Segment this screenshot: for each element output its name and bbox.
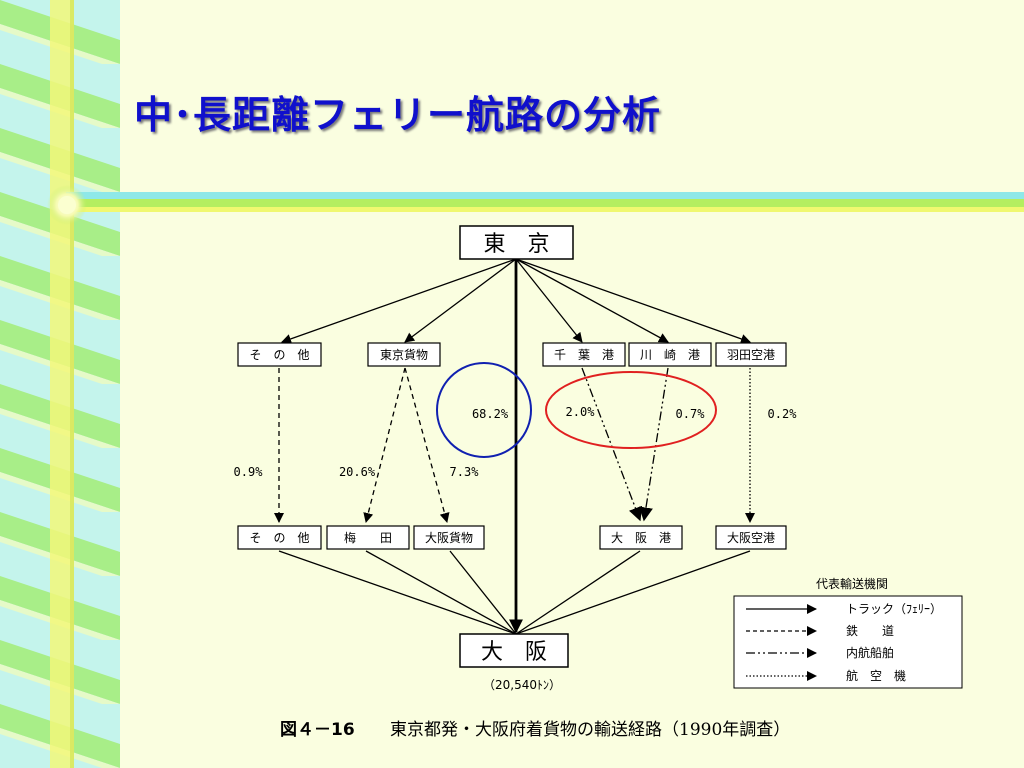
highlight-ellipse-ports	[545, 371, 717, 449]
node-osaka-port: 大 阪 港	[599, 525, 683, 550]
figure-caption: 図４－16 東京都発・大阪府着貨物の輸送経路（1990年調査）	[280, 720, 790, 740]
legend-label-ship: 内航船舶	[846, 645, 894, 660]
edges-to-osaka	[278, 550, 751, 635]
edge-kawasaki-osaka-port	[639, 367, 669, 522]
node-umeda: 梅 田	[326, 525, 410, 550]
pct-kawasaki: 0.7%	[676, 407, 706, 421]
edge-osaka-freight-osaka	[449, 550, 517, 635]
node-osaka-freight-label: 大阪貨物	[425, 530, 473, 545]
node-osaka-airport: 大阪空港	[715, 525, 787, 550]
pct-chiba: 2.0%	[566, 405, 596, 419]
node-osaka-port-label: 大 阪 港	[611, 531, 671, 545]
node-osaka: 大 阪	[459, 633, 569, 668]
node-chiba-port: 千 葉 港	[542, 342, 626, 367]
edge-tokyo-freight-umeda	[363, 367, 406, 523]
edge-tokyo-other	[281, 258, 517, 344]
node-kawasaki-port-label: 川 崎 港	[640, 348, 700, 362]
node-kawasaki-port: 川 崎 港	[628, 342, 712, 367]
node-tokyo-label: 東 京	[483, 232, 549, 257]
pct-osaka-freight: 7.3%	[450, 465, 480, 479]
node-osaka-airport-label: 大阪空港	[727, 531, 775, 545]
edge-osaka-port-osaka	[515, 550, 641, 635]
edge-umeda-osaka	[365, 550, 517, 635]
node-tokyo: 東 京	[459, 225, 574, 260]
node-tokyo-freight-label: 東京貨物	[380, 347, 428, 362]
node-tokyo-freight: 東京貨物	[367, 342, 441, 367]
legend-label-air: 航 空 機	[846, 668, 906, 683]
page-title: 中･長距離フェリー航路の分析	[134, 93, 662, 137]
node-haneda-airport-label: 羽田空港	[727, 348, 775, 362]
node-umeda-label: 梅 田	[344, 530, 392, 545]
edge-osaka-airport-osaka	[515, 550, 751, 635]
legend-label-rail: 鉄 道	[846, 623, 894, 638]
node-osaka-freight: 大阪貨物	[413, 525, 485, 550]
node-osaka-label: 大 阪	[481, 640, 547, 665]
node-haneda-airport: 羽田空港	[715, 342, 787, 367]
node-chiba-port-label: 千 葉 港	[554, 348, 614, 362]
edge-other-osaka	[278, 550, 517, 635]
node-low-other: そ の 他	[237, 525, 322, 550]
edges-mid-to-lower	[274, 367, 755, 523]
node-mid-other-label: そ の 他	[249, 348, 309, 362]
edge-tokyo-kawasaki	[515, 258, 669, 343]
pct-direct: 68.2%	[472, 407, 509, 421]
legend-label-truck: トラック（ﾌｪﾘｰ）	[846, 602, 942, 616]
node-low-other-label: そ の 他	[249, 531, 309, 545]
legend-title: 代表輸送機関	[816, 576, 888, 591]
edges-from-tokyo	[281, 258, 751, 344]
edge-chiba-osaka-port	[581, 367, 643, 522]
figure-number: 図４－16	[280, 720, 355, 740]
osaka-total-tonnage: （20,540ﾄﾝ）	[483, 678, 561, 692]
node-mid-other: そ の 他	[237, 342, 322, 367]
legend: 代表輸送機関 トラック（ﾌｪﾘｰ） 鉄 道 内航船舶 航 空 機	[733, 576, 963, 689]
pct-umeda: 20.6%	[339, 465, 376, 479]
pct-other: 0.9%	[234, 465, 264, 479]
edge-tokyo-chiba	[515, 258, 583, 343]
pct-haneda: 0.2%	[768, 407, 798, 421]
highlight-circle-direct	[436, 362, 532, 458]
edge-tokyo-haneda	[515, 258, 751, 344]
decorative-ribbon	[0, 0, 120, 768]
edge-tokyo-tokyo-freight	[404, 258, 517, 343]
figure-caption-text: 東京都発・大阪府着貨物の輸送経路（1990年調査）	[390, 720, 790, 740]
